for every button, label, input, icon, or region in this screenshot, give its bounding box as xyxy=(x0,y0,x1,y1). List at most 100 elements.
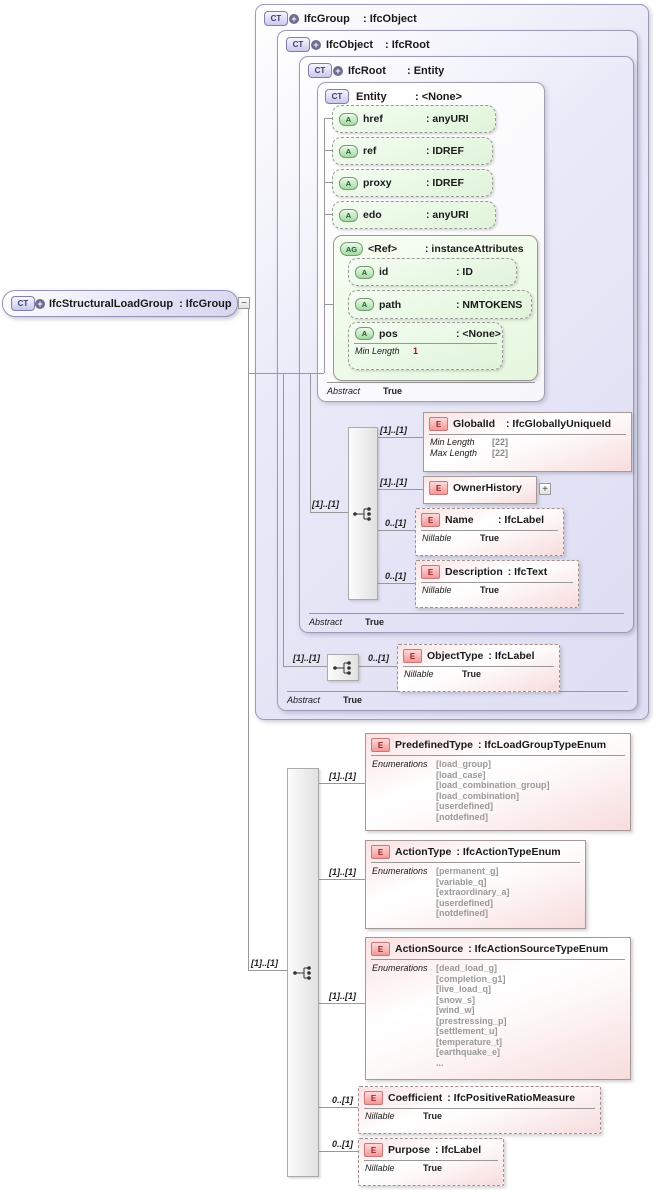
element-name: OwnerHistory xyxy=(453,482,522,494)
type-name: IfcGroup xyxy=(304,12,350,25)
type-name: Entity xyxy=(356,90,387,103)
type-name: IfcRoot xyxy=(348,64,386,77)
complextype-icon: CT xyxy=(264,11,288,26)
collapse-toggle[interactable]: − xyxy=(238,297,250,309)
enum-value: [load_group] xyxy=(436,759,491,769)
root-type-box[interactable]: CT+ IfcStructuralLoadGroup : IfcGroup xyxy=(2,290,238,317)
enum-value: [completion_g1] xyxy=(436,973,506,984)
cardinality-label: [1]..[1] xyxy=(251,958,278,968)
enumeration-section: Enumerations [load_group] [load_case] [l… xyxy=(371,755,625,824)
element-name: Coefficient xyxy=(388,1092,443,1104)
attribute-proxy: A proxy : IDREF xyxy=(332,169,493,197)
enum-value: ... xyxy=(436,1057,444,1068)
connector-line xyxy=(248,373,324,374)
facet-label: Nillable xyxy=(365,1111,395,1121)
enum-value: [temperature_t] xyxy=(436,1036,503,1047)
attribute-id: A id : ID xyxy=(348,258,517,286)
connector-line xyxy=(376,583,415,584)
enum-value: [snow_s] xyxy=(436,994,476,1005)
element-actiontype[interactable]: E ActionType : IfcActionTypeEnum Enumera… xyxy=(365,840,586,929)
enum-value: [load_case] xyxy=(436,769,486,780)
connector-line xyxy=(376,437,423,438)
element-type: : IfcGloballyUniqueId xyxy=(506,418,612,430)
element-icon: E xyxy=(364,1091,383,1105)
enumeration-section: Enumerations [dead_load_g] [completion_g… xyxy=(371,959,625,1070)
connector-line xyxy=(248,970,287,971)
element-icon: E xyxy=(403,649,422,663)
cardinality-label: 0..[1] xyxy=(368,653,390,663)
base-type: : Entity xyxy=(407,64,445,77)
facet-value: True xyxy=(480,585,500,595)
enumeration-values: [dead_load_g] [completion_g1] [live_load… xyxy=(436,963,507,1068)
connector-line xyxy=(376,530,415,531)
attribute-name: href xyxy=(363,113,383,125)
element-actionsource[interactable]: E ActionSource : IfcActionSourceTypeEnum… xyxy=(365,937,631,1080)
attribute-ref: A ref : IDREF xyxy=(332,137,493,165)
attribute-type: : IDREF xyxy=(426,177,464,189)
element-header: E Description : IfcText xyxy=(416,561,578,582)
facet-section: Nillable True xyxy=(421,530,558,546)
element-predefinedtype[interactable]: E PredefinedType : IfcLoadGroupTypeEnum … xyxy=(365,733,631,831)
enum-value: [dead_load_g] xyxy=(436,963,498,973)
attribute-type: : NMTOKENS xyxy=(456,298,523,311)
facet-section: Nillable True xyxy=(364,1160,498,1176)
cardinality-label: 0..[1] xyxy=(385,518,407,528)
cardinality-label: 0..[1] xyxy=(332,1095,354,1105)
attribute-group-header: AG <Ref> : instanceAttributes xyxy=(334,236,537,256)
enum-value: [prestressing_p] xyxy=(436,1015,507,1026)
element-coefficient[interactable]: E Coefficient : IfcPositiveRatioMeasure … xyxy=(358,1086,601,1134)
enumeration-values: [load_group] [load_case] [load_combinati… xyxy=(436,759,550,822)
element-globalid[interactable]: E GlobalId : IfcGloballyUniqueId Min Len… xyxy=(423,412,632,472)
element-header: E ObjectType : IfcLabel xyxy=(398,645,559,666)
connector-line xyxy=(248,309,249,971)
element-purpose[interactable]: E Purpose : IfcLabel Nillable True xyxy=(358,1138,504,1186)
element-objecttype[interactable]: E ObjectType : IfcLabel Nillable True xyxy=(397,644,560,692)
element-name: Description xyxy=(445,566,503,578)
facet-value: [22] xyxy=(492,448,509,458)
root-type-name: IfcStructuralLoadGroup xyxy=(49,297,174,310)
element-header: E PredefinedType : IfcLoadGroupTypeEnum xyxy=(366,734,630,755)
connector-line xyxy=(317,879,365,880)
attribute-icon: A xyxy=(339,176,358,190)
enumerations-label: Enumerations xyxy=(372,759,428,769)
attribute-type: : anyURI xyxy=(426,209,469,221)
attribute-group-type: : instanceAttributes xyxy=(425,243,524,255)
cardinality-label: [1]..[1] xyxy=(329,991,356,1001)
element-name: Purpose xyxy=(388,1144,431,1156)
attribute-pos: A pos : <None> Min Length 1 xyxy=(348,322,503,370)
facet-section: Nillable True xyxy=(403,666,554,682)
element-header: E GlobalId : IfcGloballyUniqueId xyxy=(424,413,631,434)
enum-value: [variable_q] xyxy=(436,876,487,887)
connector-line xyxy=(324,214,332,215)
element-name[interactable]: E Name : IfcLabel Nillable True xyxy=(415,508,564,556)
attribute-name: pos xyxy=(379,327,398,340)
element-icon: E xyxy=(364,1143,383,1157)
connector-line xyxy=(310,512,348,513)
attribute-type: : anyURI xyxy=(426,113,469,125)
facet-label: Min Length xyxy=(430,437,475,447)
sequence-icon xyxy=(353,506,371,521)
attribute-group-icon: AG xyxy=(340,242,363,256)
attribute-type: : IDREF xyxy=(426,145,464,157)
element-icon: E xyxy=(371,942,390,956)
attribute-name: id xyxy=(379,266,389,278)
element-header: E OwnerHistory xyxy=(424,477,536,498)
facet-row: Nillable True xyxy=(422,585,572,596)
enumeration-section: Enumerations [permanent_g] [variable_q] … xyxy=(371,862,580,921)
facet-value: [22] xyxy=(492,437,509,447)
element-header: E Name : IfcLabel xyxy=(416,509,563,530)
facet-label: Nillable xyxy=(422,585,452,595)
element-description[interactable]: E Description : IfcText Nillable True xyxy=(415,560,579,608)
complextype-header-entity: CT Entity : <None> xyxy=(318,83,544,104)
facet-row: Nillable True xyxy=(422,533,557,544)
facet-row: Min Length 1 xyxy=(355,346,496,357)
complextype-icon: CT xyxy=(11,296,35,311)
attribute-icon: A xyxy=(355,265,374,279)
element-name: ObjectType xyxy=(427,650,484,662)
expand-toggle[interactable]: + xyxy=(539,483,551,495)
enum-value: [userdefined] xyxy=(436,897,494,908)
derived-plus-icon: + xyxy=(289,13,299,24)
complextype-icon: CT xyxy=(308,63,332,78)
element-ownerhistory[interactable]: E OwnerHistory xyxy=(423,476,537,504)
